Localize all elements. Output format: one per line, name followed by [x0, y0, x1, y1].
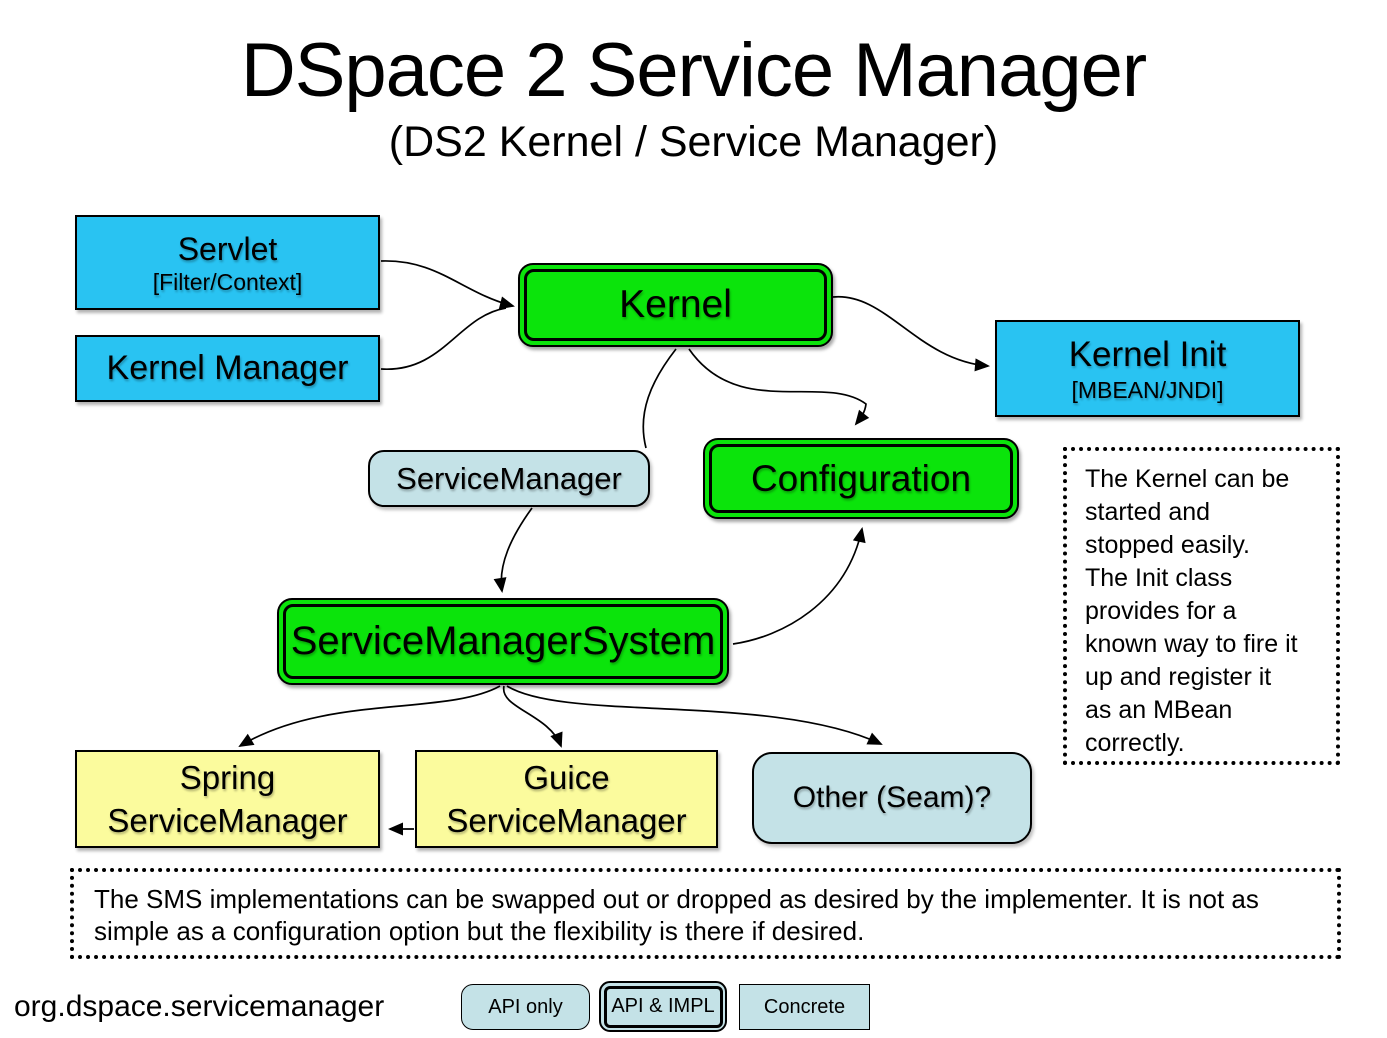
node-spring-service-manager-label: Spring ServiceManager — [107, 759, 348, 839]
node-guice-service-manager: Guice ServiceManager — [415, 750, 718, 848]
node-configuration-inner: Configuration — [709, 444, 1013, 513]
node-configuration-label: Configuration — [750, 457, 972, 499]
arrow-sms-to-spring — [238, 685, 501, 748]
arrow-servlet-to-kernel — [380, 260, 515, 310]
node-service-manager-label: ServiceManager — [396, 460, 622, 496]
node-other-seam-label: Other (Seam)? — [792, 781, 992, 814]
legend-api-impl-inner: API & IMPL — [603, 985, 723, 1028]
node-kernel: Kernel — [518, 263, 833, 347]
node-kernel-inner: Kernel — [524, 269, 827, 341]
kernel-note: The Kernel can be started and stopped ea… — [1063, 447, 1340, 765]
node-service-manager-system-inner: ServiceManagerSystem — [283, 604, 723, 679]
arrow-sms-to-other — [506, 685, 883, 745]
line-kernel-to-service-manager — [642, 348, 677, 449]
node-service-manager-system-label: ServiceManagerSystem — [290, 619, 716, 663]
page-title: DSpace 2 Service Manager — [240, 28, 1147, 113]
node-servlet: Servlet [Filter/Context] — [75, 215, 380, 310]
legend-concrete-label: Concrete — [763, 995, 846, 1018]
node-servlet-sublabel: [Filter/Context] — [152, 268, 303, 295]
package-name: org.dspace.servicemanager — [14, 990, 385, 1023]
node-kernel-init: Kernel Init [MBEAN/JNDI] — [995, 320, 1300, 417]
arrow-kernel-to-configuration — [688, 348, 870, 426]
node-service-manager-system: ServiceManagerSystem — [277, 598, 729, 685]
node-spring-service-manager: Spring ServiceManager — [75, 750, 380, 848]
page-subtitle: (DS2 Kernel / Service Manager) — [388, 118, 999, 166]
legend-api-impl: API & IMPL — [599, 981, 727, 1032]
legend-api-impl-label: API & IMPL — [611, 995, 715, 1017]
node-kernel-manager-label: Kernel Manager — [106, 349, 349, 387]
legend-api-only-label: API only — [488, 995, 563, 1018]
node-kernel-init-label: Kernel Init — [1068, 334, 1227, 374]
legend-concrete: Concrete — [739, 984, 870, 1030]
node-service-manager: ServiceManager — [368, 450, 650, 507]
arrow-kernel-to-kernel-init — [832, 296, 990, 372]
arrow-sms-to-guice — [503, 685, 563, 748]
arrow-sms-to-configuration — [732, 527, 866, 645]
node-kernel-init-sublabel: [MBEAN/JNDI] — [1071, 376, 1224, 403]
node-servlet-label: Servlet — [177, 230, 278, 267]
arrow-service-manager-to-sms — [493, 507, 533, 593]
node-kernel-label: Kernel — [619, 283, 732, 326]
sms-note: The SMS implementations can be swapped o… — [70, 868, 1341, 959]
legend-api-only: API only — [461, 984, 590, 1030]
line-kernel-manager-to-kernel — [380, 307, 507, 370]
node-configuration: Configuration — [703, 438, 1019, 519]
node-kernel-manager: Kernel Manager — [75, 335, 380, 402]
node-other-seam: Other (Seam)? — [752, 752, 1032, 844]
node-guice-service-manager-label: Guice ServiceManager — [446, 759, 687, 839]
